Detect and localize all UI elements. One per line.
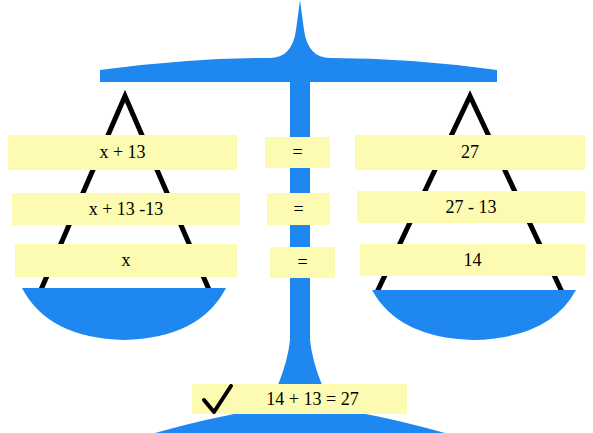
equation-box: 27 - 13 — [357, 191, 585, 223]
equation-text: 14 + 13 = 27 — [266, 389, 358, 410]
scale-beam — [100, 0, 497, 82]
check-mark — [204, 386, 231, 412]
right-pan — [372, 290, 576, 340]
equation-box: 14 — [360, 244, 585, 276]
equation-text: x + 13 — [99, 142, 145, 163]
equation-text: 27 - 13 — [446, 197, 497, 218]
equation-box: x + 13 -13 — [12, 193, 240, 225]
scale-pole — [278, 80, 322, 385]
check-box: 14 + 13 = 27 — [192, 384, 407, 414]
equation-text: 27 — [461, 142, 479, 163]
equation-text: = — [297, 252, 307, 273]
equation-box: x + 13 — [8, 135, 237, 170]
equation-text: x — [122, 250, 131, 271]
equation-box: 27 — [355, 135, 585, 170]
equation-box: = — [267, 193, 330, 225]
equation-box: = — [265, 137, 330, 168]
equation-text: 14 — [464, 250, 482, 271]
equation-box: = — [270, 247, 335, 278]
equation-text: = — [293, 199, 303, 220]
equation-text: x + 13 -13 — [89, 199, 164, 220]
left-pan — [22, 288, 226, 340]
equation-box: x — [15, 244, 237, 277]
equation-text: = — [292, 142, 302, 163]
